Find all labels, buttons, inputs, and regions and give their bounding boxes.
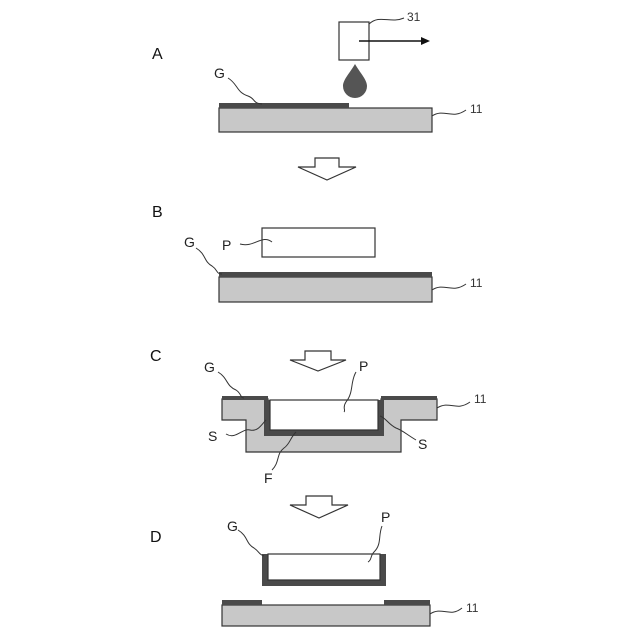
p-label-c: P: [359, 358, 368, 374]
s-label-left-c: S: [208, 428, 217, 444]
plate-c: [270, 400, 378, 430]
g-label-b: G: [184, 234, 195, 250]
g-leader-a: [228, 78, 262, 104]
nozzle-ref-label: 31: [407, 10, 421, 24]
substrate-leader-d: [430, 608, 462, 614]
process-arrow-3: [290, 496, 348, 518]
droplet: [343, 64, 367, 98]
step-c-label: C: [150, 348, 162, 365]
glycerin-top-left-c: [222, 396, 268, 400]
g-leader-d: [238, 530, 264, 556]
plate-d: [268, 554, 380, 580]
p-label-d: P: [381, 509, 390, 525]
movement-arrowhead: [421, 37, 430, 45]
substrate-leader-c: [437, 402, 470, 408]
substrate-ref-b: 11: [470, 276, 483, 290]
substrate-b: [219, 277, 432, 302]
substrate-ref-d: 11: [466, 601, 479, 615]
g-label-a: G: [214, 65, 225, 81]
g-label-d: G: [227, 518, 238, 534]
substrate-a: [219, 108, 432, 132]
nozzle-leader: [369, 18, 404, 24]
substrate-leader-a: [432, 110, 466, 116]
p-label-b: P: [222, 237, 231, 253]
glycerin-residue-left-d: [222, 600, 262, 605]
substrate-leader-b: [432, 284, 466, 290]
step-a-label: A: [152, 46, 163, 63]
substrate-ref-a: 11: [470, 102, 483, 116]
process-arrow-2: [290, 351, 346, 371]
g-leader-b: [196, 248, 222, 274]
f-label-c: F: [264, 470, 273, 486]
plate-b: [262, 228, 375, 257]
glycerin-residue-right-d: [384, 600, 430, 605]
glycerin-layer-b: [219, 272, 432, 277]
step-d: D G P 11: [150, 509, 479, 626]
glycerin-top-right-c: [381, 396, 437, 400]
process-arrow-1: [298, 158, 356, 180]
g-label-c: G: [204, 359, 215, 375]
step-d-label: D: [150, 529, 162, 546]
step-a: A 31 G 11: [152, 10, 483, 132]
s-label-right-c: S: [418, 436, 427, 452]
glycerin-layer-a: [219, 103, 349, 108]
step-b-label: B: [152, 204, 163, 221]
step-b: B P G 11: [152, 204, 483, 302]
substrate-d: [222, 605, 430, 626]
g-leader-c: [218, 372, 244, 398]
substrate-ref-c: 11: [474, 392, 487, 406]
